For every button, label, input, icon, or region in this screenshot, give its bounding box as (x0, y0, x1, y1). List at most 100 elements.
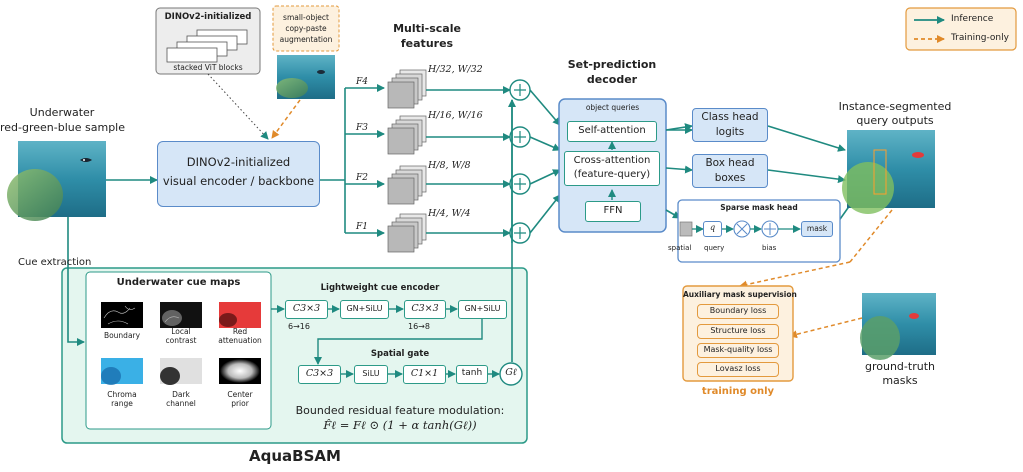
q-label: q (709, 223, 716, 232)
output-to-loss-arrow (739, 261, 851, 289)
f4-size: H/32, W/32 (428, 64, 483, 75)
gt-label-line2: masks (882, 374, 918, 387)
cue-gn1-box (340, 300, 389, 319)
gt-label-line1: ground-truth (865, 360, 935, 373)
f2-size: H/8, W/8 (428, 160, 471, 171)
cue-extraction-arrow (67, 217, 85, 346)
legend-box (905, 7, 1017, 51)
cue-map-dark-channel (160, 358, 202, 385)
decoder-to-class-arrow (665, 123, 693, 132)
f1-label: F1 (356, 222, 368, 232)
loss-mask-quality: Mask-quality loss (703, 345, 773, 354)
cue-conv1-label: C3×3 (292, 303, 321, 314)
box-head-line1: Box head (705, 157, 755, 169)
plus-to-decoder-f2 (529, 169, 561, 185)
spatial-label: spatial (668, 244, 692, 252)
spatial-gate-title: Spatial gate (370, 349, 430, 359)
feature-stack-f3 (387, 115, 427, 155)
cue-map-center-prior (219, 358, 261, 384)
loss-box-lovasz (697, 362, 779, 377)
cue-map-chroma-range (101, 358, 143, 385)
cue-label-red-2: attenuation (218, 336, 262, 345)
gt-to-loss-arrow (789, 317, 863, 339)
self-attention-box (567, 121, 657, 142)
plus-node-f3 (509, 126, 531, 148)
cue-label-local-1: Local (171, 327, 191, 336)
decoder-title-line1: Set-prediction (567, 58, 657, 71)
gate-tanh-label: tanh (461, 368, 483, 378)
cue-ch1-label: 6→16 (288, 322, 310, 331)
f2-label: F2 (356, 173, 368, 183)
cue-gn1-label: GN+SiLU (346, 304, 383, 313)
aquabsam-label: AquaBSAM (249, 447, 341, 465)
cue-label-center-1: Center (227, 390, 253, 399)
multiscale-title-line1: Multi-scale (393, 22, 461, 35)
cue-ch2-label: 16→8 (408, 322, 430, 331)
class-head-line2: logits (715, 126, 745, 138)
encoder-line2: visual encoder / backbone (162, 174, 315, 188)
plus-to-decoder-f4 (529, 89, 561, 126)
box-head-box (692, 154, 768, 188)
box-head-line2: boxes (714, 172, 746, 184)
cue-label-chroma-2: range (111, 399, 133, 408)
cue-map-local-contrast (160, 302, 202, 328)
gate-g-label: Gℓ (505, 367, 517, 378)
aux-title: Auxiliary mask supervision (683, 290, 797, 299)
encoder-to-gate-arrow (314, 319, 483, 365)
loss-lovasz: Lovasz loss (715, 364, 761, 373)
cue-conv2-box (404, 300, 446, 319)
cross-attention-line1: Cross-attention (573, 155, 651, 166)
aug-box-text: small-object copy-paste augmentation (279, 13, 333, 44)
dino-box-title: DINOv2-initialized (164, 12, 252, 22)
gate-tanh-box (456, 365, 488, 384)
input-label-line1: Underwater (29, 106, 95, 119)
gate-conv1-label: C1×1 (410, 368, 439, 379)
gt-image (860, 293, 936, 360)
aug-arrow (271, 99, 301, 139)
loss-box-boundary (697, 304, 779, 319)
dino-init-arrow (207, 73, 269, 140)
cue-label-chroma-1: Chroma (107, 390, 137, 399)
q-box (703, 221, 722, 237)
class-head-box (692, 108, 768, 142)
plus-to-decoder-f1 (529, 194, 561, 234)
cue-map-red-attenuation (219, 302, 261, 328)
loss-box-mask-quality (697, 343, 779, 358)
aug-box (272, 5, 340, 52)
cue-maps-title: Underwater cue maps (116, 277, 241, 288)
plus-node-f2 (509, 173, 531, 195)
output-label-line1: Instance-segmented (838, 100, 952, 113)
cue-label-center-2: prior (231, 399, 249, 408)
feature-stack-f2 (387, 165, 427, 205)
query-label: query (704, 244, 725, 252)
cue-map-boundary (101, 302, 143, 328)
input-image (7, 141, 106, 221)
feature-stack-f4 (387, 69, 427, 109)
feature-stack-f1 (387, 213, 427, 253)
aug-image (276, 55, 335, 99)
cue-encoder-title: Lightweight cue encoder (320, 283, 440, 293)
f4-label: F4 (356, 77, 368, 87)
cue-gn2-label: GN+SiLU (464, 304, 501, 313)
legend-training-label: Training-only (951, 33, 1009, 43)
cue-label-dark-1: Dark (172, 390, 190, 399)
f3-label: F3 (356, 123, 368, 133)
box-to-output-arrow (767, 169, 846, 184)
cue-label-red-1: Red (232, 327, 248, 336)
gate-silu-label: SiLU (362, 369, 380, 378)
f3-size: H/16, W/16 (428, 110, 483, 121)
gate-silu-box (354, 365, 388, 384)
plus-node-f1 (509, 222, 531, 244)
cue-label-dark-2: channel (166, 399, 196, 408)
legend-inference-label: Inference (951, 14, 994, 24)
modulation-formula: F̂ℓ = Fℓ ⊙ (1 + α tanh(Gℓ)) (323, 418, 477, 432)
bias-label: bias (762, 244, 777, 252)
encoder-line1: DINOv2-initialized (186, 155, 291, 169)
class-to-output-arrow (767, 125, 846, 152)
f1-size: H/4, W/4 (428, 208, 471, 219)
gate-conv3-label: C3×3 (305, 368, 334, 379)
object-queries-label: object queries (585, 103, 640, 112)
decoder-title-line2: decoder (586, 73, 638, 86)
cue-label-boundary-1: Boundary (103, 331, 141, 340)
